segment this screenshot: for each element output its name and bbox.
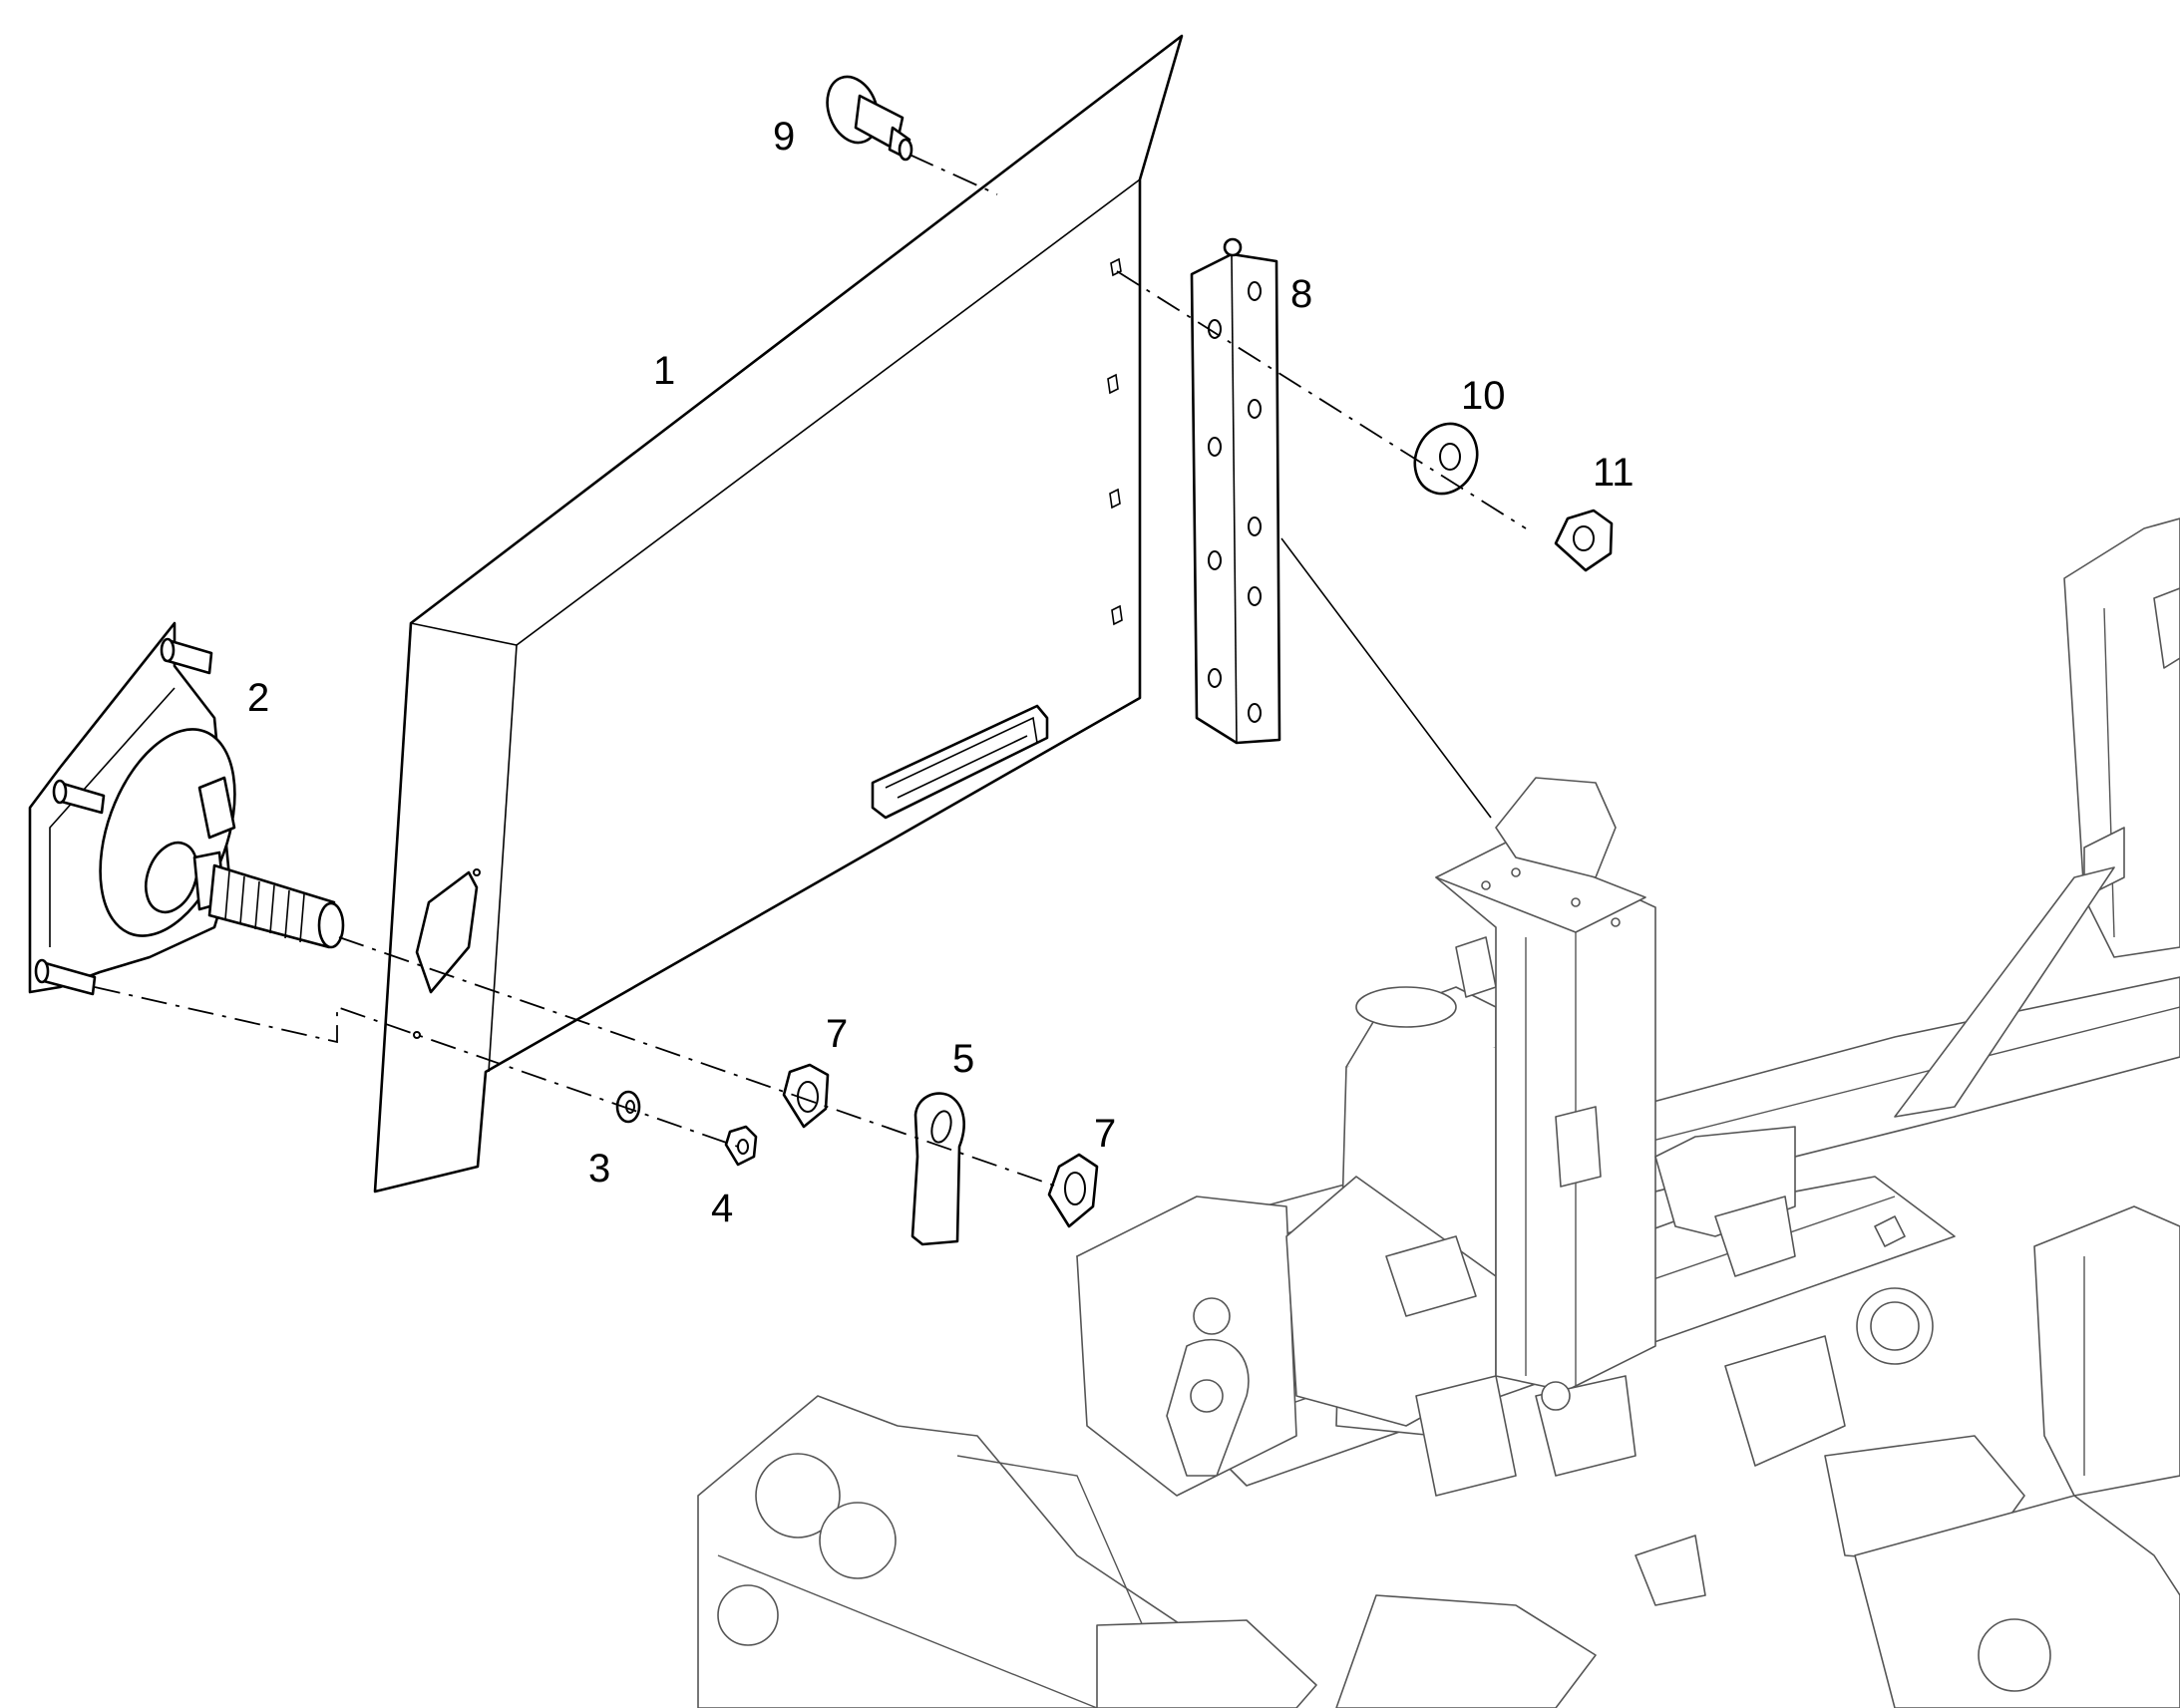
callout-11: 11 [1593, 451, 1635, 495]
callout-10: 10 [1461, 374, 1506, 418]
part-9-bolt [826, 75, 913, 162]
callout-8: 8 [1290, 272, 1312, 316]
callout-5: 5 [952, 1037, 974, 1081]
callout-7-lower: 7 [1094, 1112, 1116, 1156]
machine-frame [697, 517, 2180, 1708]
part-2-lamp-assembly [28, 621, 345, 996]
callout-3: 3 [588, 1147, 610, 1191]
part-7-nut-lower [1047, 1153, 1099, 1228]
callout-4: 4 [711, 1187, 733, 1230]
callout-1: 1 [653, 349, 675, 393]
callout-7-upper: 7 [826, 1012, 848, 1056]
part-8-angle-bracket [1190, 237, 1281, 745]
part-7-nut-upper [782, 1063, 830, 1129]
part-4-nut [724, 1125, 758, 1167]
part-3-washer [615, 1090, 641, 1124]
callout-2: 2 [247, 676, 269, 720]
part-10-washer [1413, 422, 1479, 496]
part-1-cover-panel [373, 34, 1184, 1194]
callout-labels: 1 2 3 4 5 7 7 8 9 10 11 [247, 115, 1635, 1230]
part-5-lug [910, 1092, 965, 1246]
part-11-nut [1554, 509, 1614, 572]
callout-9: 9 [773, 115, 795, 159]
assembly-leader-lines [94, 154, 1527, 1188]
